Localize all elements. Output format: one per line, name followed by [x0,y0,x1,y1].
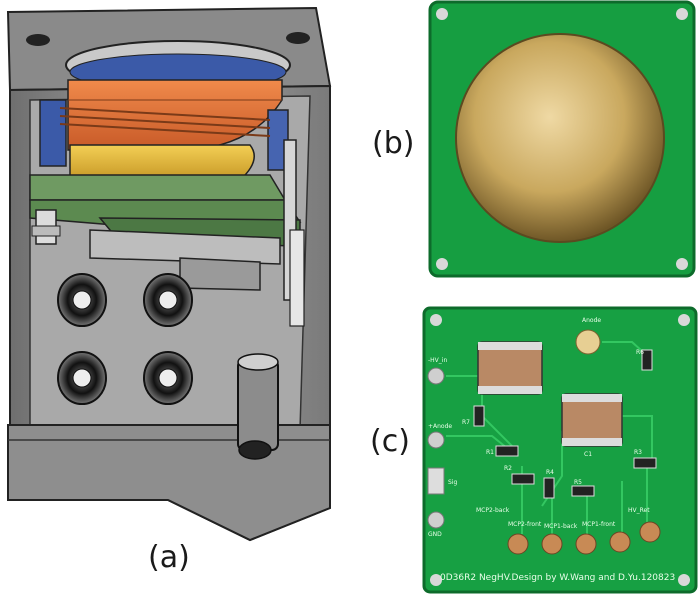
component-label: R1 [486,449,494,456]
capacitor [561,393,623,447]
anode-board-photo [428,0,696,278]
panel-label-c: (c) [370,424,410,459]
mount-hole [26,34,50,46]
mount-hole [678,574,690,586]
panel-label-b: (b) [372,126,415,161]
mount-hole [286,32,310,44]
divider-board-photo: Anode C1 R1 R2 R3 R4 R5 R6 R7 -HV_in +An… [422,306,698,594]
mount-hole [678,314,690,326]
inner-block [179,257,261,291]
blue-spacer-ring [39,99,67,167]
pin-pad [427,431,445,449]
resistor [473,405,485,427]
pin-label: GND [428,531,442,538]
resistor [633,457,657,469]
housing-bottom-plate [7,424,331,542]
component-label: R2 [504,465,512,472]
component-label: R5 [574,479,582,486]
hv-feedthrough [237,353,279,460]
inner-block [89,229,281,265]
capacitor [477,341,543,395]
board-footer-text: 0D36R2 NegHV.Design by W.Wang and D.Yu.1… [440,573,675,583]
component-label: R3 [634,449,642,456]
anode-pad-label: Anode [582,317,601,324]
resistor [511,473,535,485]
detector-cutaway-drawing [6,6,332,542]
mount-hole [430,314,442,326]
resistor [495,445,519,457]
resistor [543,477,555,499]
pad-label: MCP2-front [508,521,542,528]
pin-pad [427,511,445,529]
resistor [641,349,653,371]
pad-label: MCP1-front [582,521,616,528]
copper-pad [639,521,661,543]
anode-gold-pad [575,329,601,355]
pad-label: MCP2-back [476,507,510,514]
copper-pad [575,533,597,555]
copper-pad [609,531,631,553]
mount-hole [436,8,448,20]
copper-pad [541,533,563,555]
panel-label-a: (a) [148,540,190,575]
component-label: R4 [546,469,554,476]
spacer-rings [59,107,271,137]
mount-hole [676,8,688,20]
pin-pad [427,367,445,385]
pin-label: +Anode [428,423,452,430]
mount-hole [430,574,442,586]
bnc-connector [57,351,107,405]
mount-hole [676,258,688,270]
green-support-plate [29,174,287,201]
bnc-connector [143,351,193,405]
pin-pad [427,467,445,495]
copper-pad [507,533,529,555]
component-label: C1 [584,451,592,458]
pad-label: MCP1-back [544,523,578,530]
resistor [571,485,595,497]
mount-hole [436,258,448,270]
bnc-connector [57,273,107,327]
component-label: R7 [462,419,470,426]
component-label: R6 [636,349,644,356]
pad-label: HV_Ret [628,507,650,514]
anode-gold-pad [455,33,665,243]
pin-label: -HV_in [428,357,447,364]
bnc-connector [143,273,193,327]
pin-label: Sig [448,479,457,486]
